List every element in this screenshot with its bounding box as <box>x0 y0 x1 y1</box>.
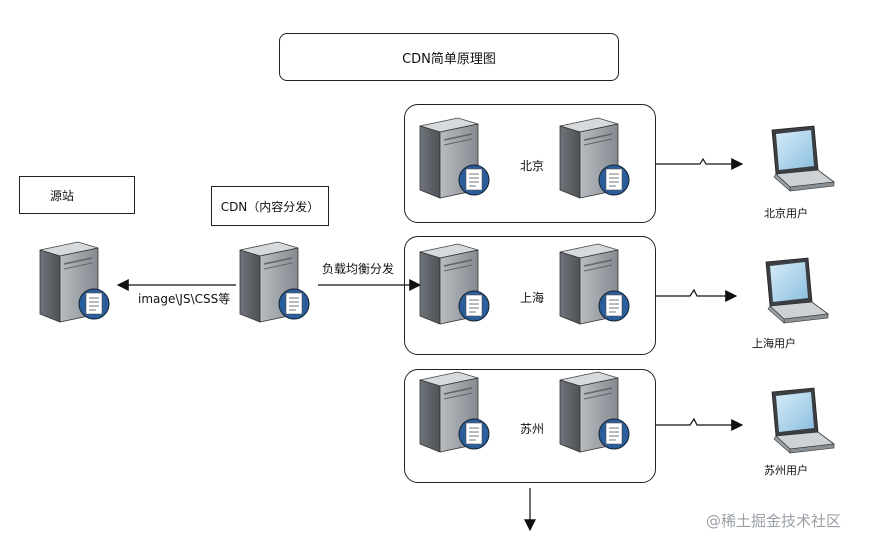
region-label-beijing: 北京 <box>520 159 545 173</box>
cdn-server-icon <box>239 241 310 323</box>
beijing-server-1-icon <box>419 117 490 199</box>
origin-label: 源站 <box>50 188 75 203</box>
suzhou-server-1-icon <box>419 371 490 453</box>
beijing-server-2-icon <box>559 117 630 199</box>
watermark: @稀土掘金技术社区 <box>706 512 842 530</box>
suzhou-server-2-icon <box>559 371 630 453</box>
shanghai-server-2-icon <box>559 243 630 325</box>
user-label-suzhou: 苏州用户 <box>764 464 808 477</box>
diagram-title: CDN简单原理图 <box>279 33 619 81</box>
region-label-shanghai: 上海 <box>520 291 545 305</box>
shanghai-laptop-icon <box>765 257 829 324</box>
cdn-label-box: CDN（内容分发） <box>211 186 329 226</box>
origin-label-box: 源站 <box>19 176 135 214</box>
region-label-suzhou: 苏州 <box>520 422 545 436</box>
origin-server-icon <box>39 241 110 323</box>
arrow-shanghai-user <box>656 288 738 302</box>
beijing-laptop-icon <box>771 125 835 192</box>
arrow-load-balance-label: 负载均衡分发 <box>322 262 395 276</box>
arrow-suzhou-user <box>656 417 744 431</box>
user-label-shanghai: 上海用户 <box>752 337 796 350</box>
arrow-to-origin-label: image\JS\CSS等 <box>138 292 231 306</box>
arrow-beijing-user <box>656 157 744 170</box>
suzhou-laptop-icon <box>771 387 835 454</box>
shanghai-server-1-icon <box>419 243 490 325</box>
user-label-beijing: 北京用户 <box>764 207 808 220</box>
cdn-label: CDN（内容分发） <box>220 199 320 214</box>
